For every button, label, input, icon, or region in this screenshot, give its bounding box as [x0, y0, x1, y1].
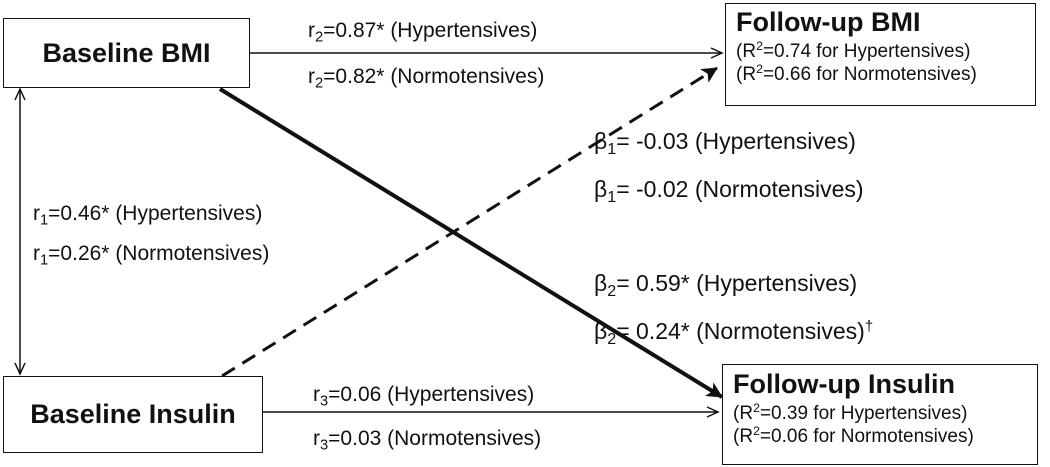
node-followup-bmi: Follow-up BMI (R2=0.74 for Hypertensives… [725, 3, 1036, 106]
dagger-mark: † [864, 317, 874, 335]
node-followup-bmi-title: Follow-up BMI [736, 7, 921, 37]
node-baseline-insulin-title: Baseline Insulin [30, 399, 236, 429]
label-r3-hyper: r3=0.06 (Hypertensives) [313, 383, 535, 410]
node-baseline-bmi-title: Baseline BMI [42, 37, 211, 68]
node-followup-bmi-r2-normo: (R2=0.66 for Normotensives) [736, 62, 977, 85]
node-followup-insulin-r2-normo: (R2=0.06 for Normotensives) [733, 424, 974, 447]
label-r1-hyper: r1=0.46* (Hypertensives) [33, 202, 263, 229]
node-followup-bmi-r2-hyper: (R2=0.74 for Hypertensives) [736, 39, 971, 62]
node-followup-insulin: Follow-up Insulin (R2=0.39 for Hypertens… [722, 364, 1038, 465]
node-followup-insulin-r2-hyper: (R2=0.39 for Hypertensives) [733, 401, 968, 424]
node-baseline-bmi: Baseline BMI [3, 18, 250, 88]
label-r3-normo: r3=0.03 (Normotensives) [313, 427, 542, 454]
arrow-beta2 [218, 87, 724, 399]
label-beta2-normo: β2= 0.24* (Normotensives)† [594, 317, 874, 348]
label-r1-normo: r1=0.26* (Normotensives) [33, 242, 270, 269]
label-r2-hyper: r2=0.87* (Hypertensives) [308, 19, 538, 46]
node-followup-insulin-title: Follow-up Insulin [733, 369, 955, 399]
label-r2-normo: r2=0.82* (Normotensives) [308, 65, 545, 92]
label-beta1-hyper: β1= -0.03 (Hypertensives) [594, 128, 856, 158]
arrow-beta1 [221, 66, 718, 378]
label-beta1-normo: β1= -0.02 (Normotensives) [594, 176, 864, 206]
label-beta2-hyper: β2= 0.59* (Hypertensives) [594, 270, 858, 300]
node-baseline-insulin: Baseline Insulin [3, 376, 263, 453]
